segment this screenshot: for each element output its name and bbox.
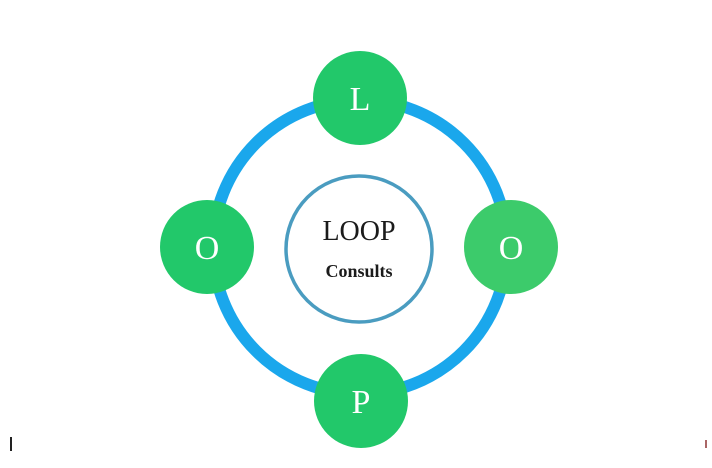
node-top-circle <box>313 51 407 145</box>
node-bottom-letter: P <box>352 384 371 421</box>
left-edge-mark <box>10 437 12 451</box>
node-right-letter: O <box>499 230 524 267</box>
node-right: O <box>464 200 558 294</box>
node-left-circle <box>160 200 254 294</box>
center-circle <box>284 174 434 324</box>
node-bottom: P <box>314 354 408 448</box>
node-right-circle <box>464 200 558 294</box>
node-top: L <box>313 51 407 145</box>
right-edge-mark <box>705 440 707 448</box>
node-bottom-circle <box>314 354 408 448</box>
node-left: O <box>160 200 254 294</box>
center-subtitle: Consults <box>325 261 392 281</box>
center-title: LOOP <box>322 216 395 247</box>
node-left-letter: O <box>195 230 220 267</box>
node-top-letter: L <box>350 81 371 118</box>
